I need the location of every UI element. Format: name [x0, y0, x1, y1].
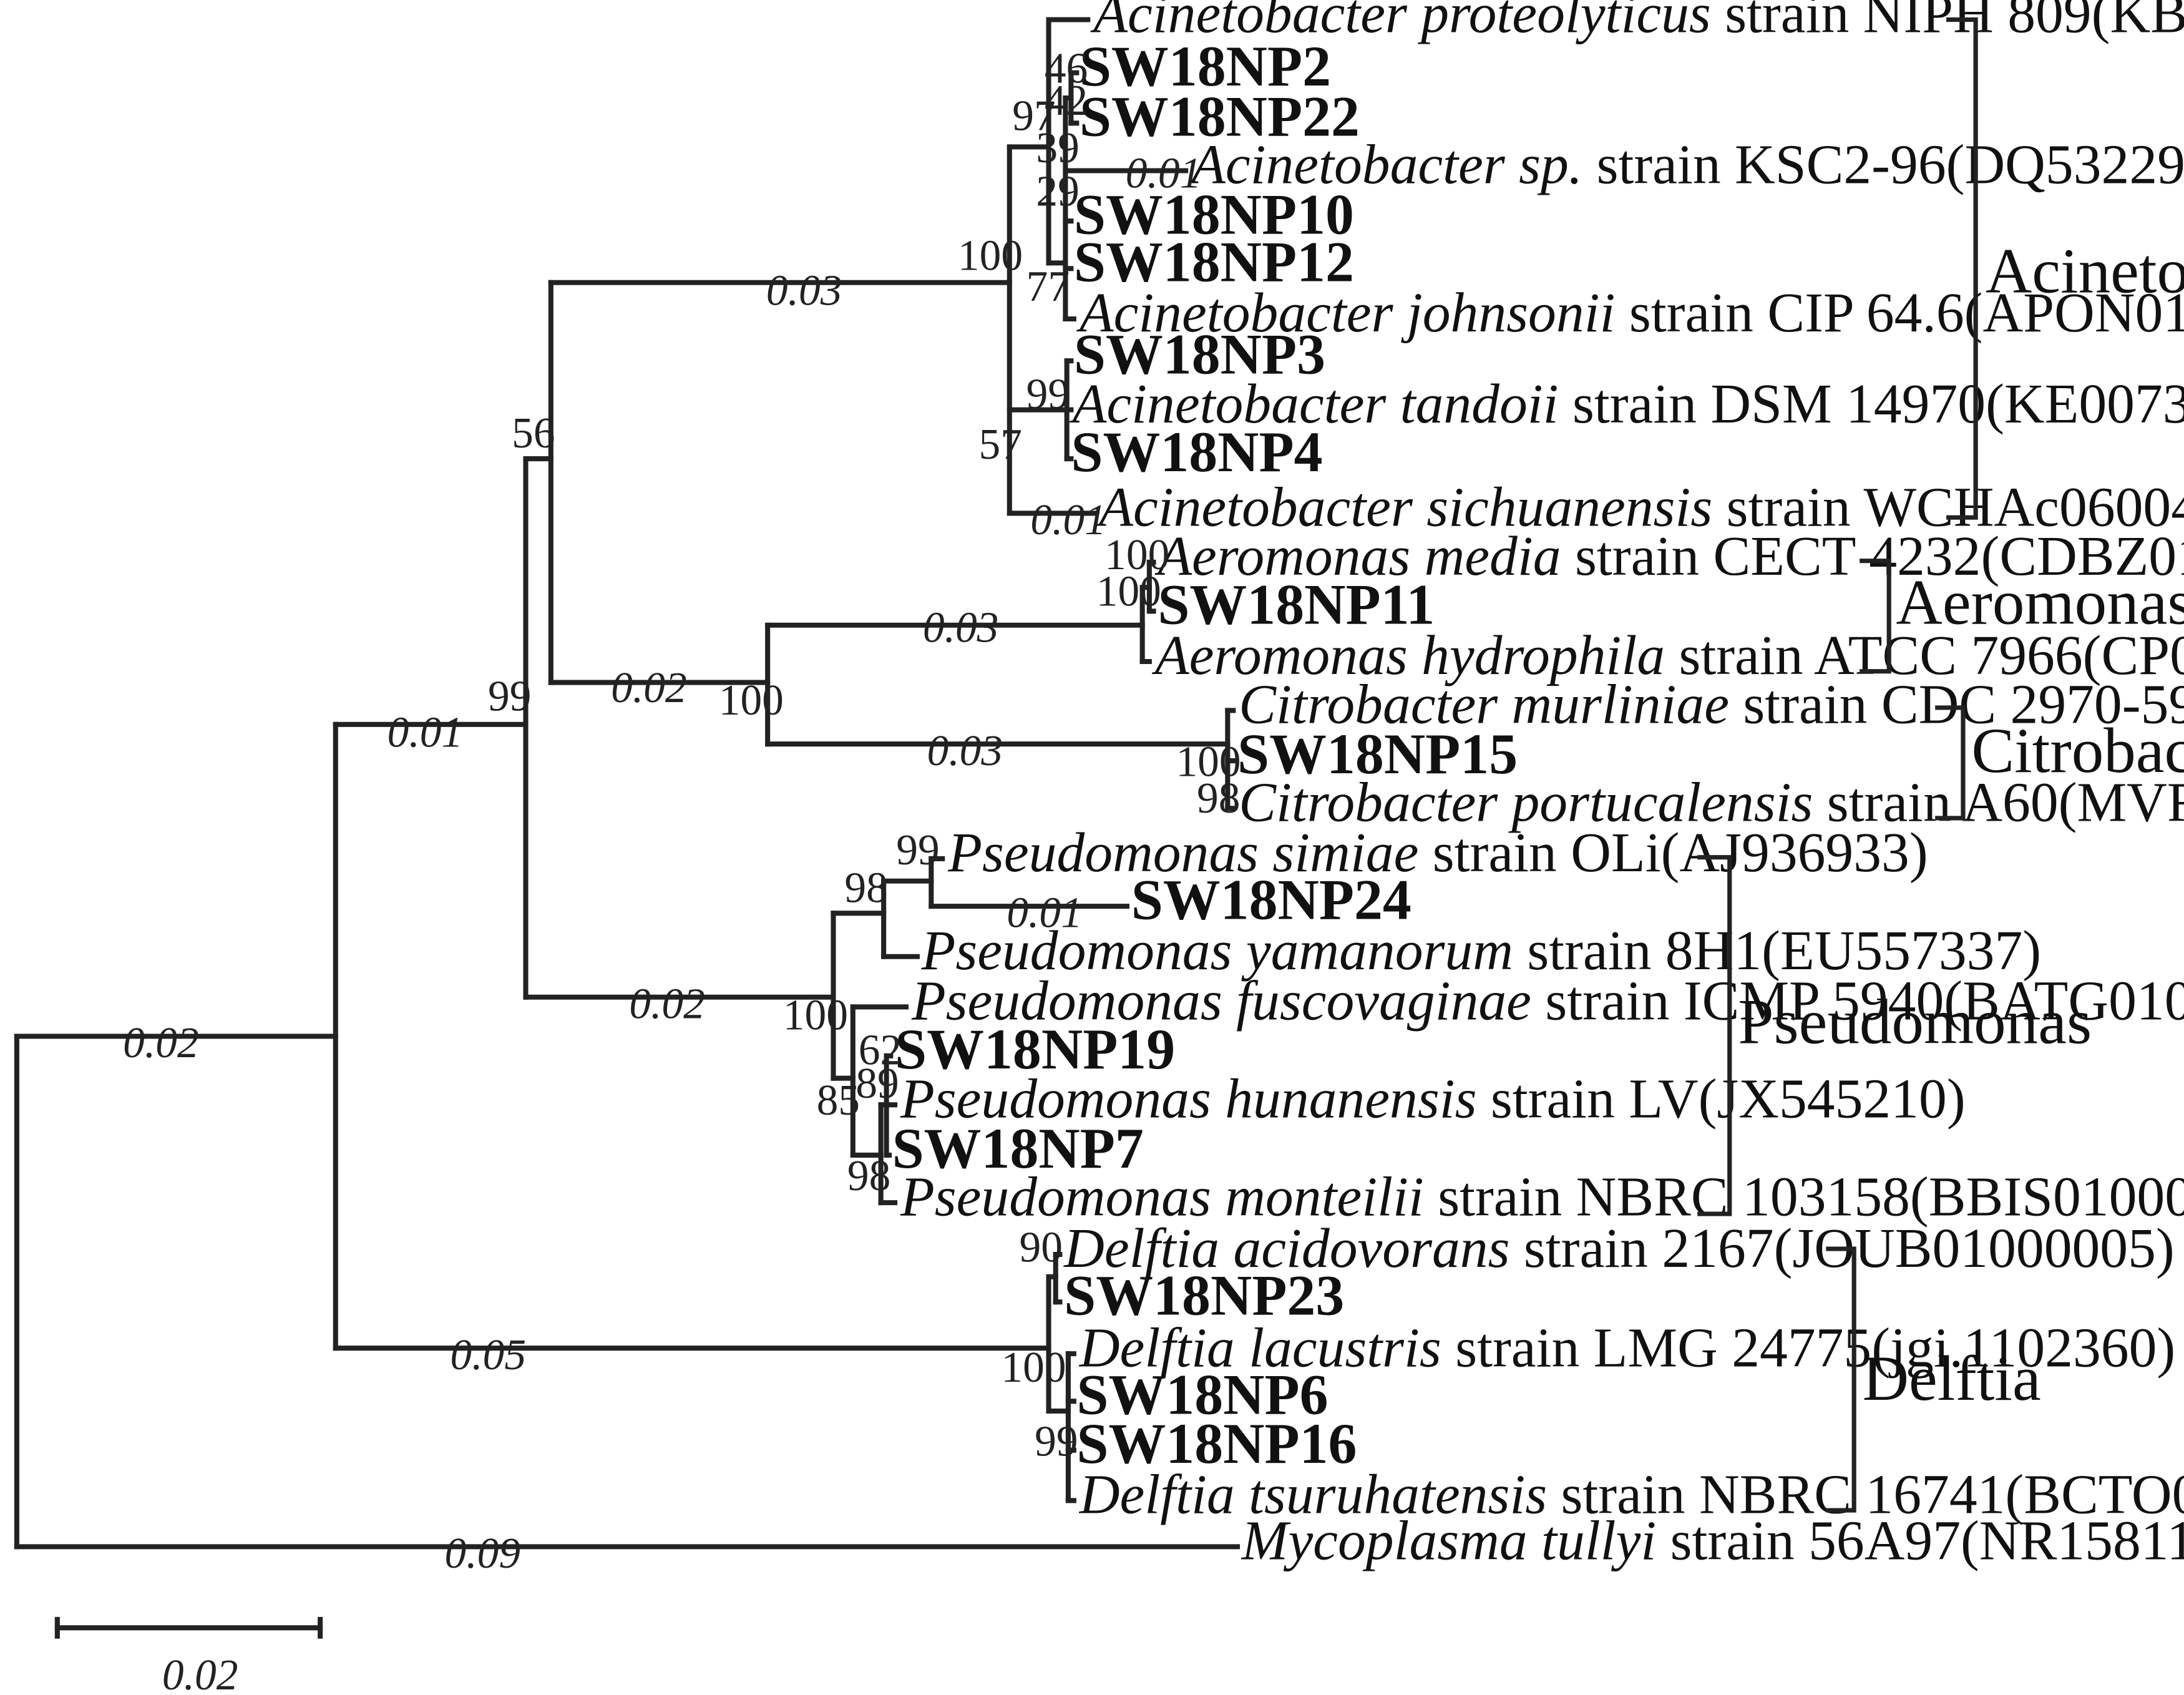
bootstrap-value: 100 — [958, 232, 1023, 280]
bootstrap-value: 90 — [1019, 1223, 1062, 1271]
bootstrap-value: 100 — [783, 991, 848, 1039]
taxon-label: Pseudomonas fuscovaginae strain ICMP 594… — [911, 970, 2184, 1032]
bootstrap-value: 100 — [1176, 738, 1241, 786]
taxon-label-isolate: SW18NP23 — [1064, 1263, 1344, 1327]
bootstrap-value: 42 — [1045, 77, 1088, 125]
taxon-label-isolate: SW18NP6 — [1076, 1362, 1328, 1426]
clade-bracket-acinetobacter — [1946, 17, 1978, 520]
branch-length: 0.02 — [629, 980, 705, 1028]
taxon-label: Aeromonas media strain CECT 4232(CDBZ010… — [1154, 525, 2184, 587]
taxon-label-isolate: SW18NP11 — [1158, 572, 1435, 636]
branch-length: 0.01 — [1030, 496, 1106, 544]
bootstrap-value: 77 — [1026, 263, 1070, 311]
taxon-label: Pseudomonas monteilii strain NBRC 103158… — [900, 1166, 2184, 1228]
clade-label-delftia: Delftia — [1863, 1343, 2041, 1414]
bootstrap-value: 100 — [1096, 567, 1161, 615]
taxon-label-isolate: SW18NP2 — [1080, 34, 1331, 98]
bootstrap-value: 46 — [1045, 44, 1088, 92]
bootstrap-value: 98 — [844, 864, 887, 912]
clade-bracket-delftia — [1826, 1246, 1856, 1513]
bootstrap-value: 97 — [1012, 92, 1055, 140]
taxon-label-isolate: SW18NP24 — [1131, 867, 1411, 931]
taxon-label: Acinetobacter sichuanensis strain WCHAc0… — [1096, 477, 2184, 539]
branch-length-labels: 0.01 0.03 0.01 0.03 0.02 0.03 0.01 0.02 … — [123, 149, 1201, 1578]
taxon-label: Delftia lacustris strain LMG 24775(jgi.1… — [1079, 1317, 2175, 1379]
branch-length: 0.05 — [451, 1331, 527, 1379]
taxon-label-isolate: SW18NP7 — [892, 1116, 1144, 1180]
scale-bar-label: 0.02 — [162, 1651, 238, 1695]
clade-label-pseudomonas: Pseudomonas — [1738, 987, 2092, 1058]
branch-length: 0.02 — [123, 1019, 199, 1067]
clade-label-aeromonas: Aeromonas — [1896, 567, 2184, 638]
taxon-label: Citrobacter portucalensis strain A60(MVF… — [1239, 771, 2184, 833]
clade-label-acinetobacter: Acinetobacter — [1986, 235, 2184, 306]
taxon-label-isolate: SW18NP12 — [1074, 230, 1354, 294]
taxon-label-isolate: SW18NP15 — [1237, 722, 1518, 786]
branch-length: 0.03 — [923, 604, 999, 652]
taxon-label-isolate: SW18NP10 — [1074, 182, 1354, 246]
bootstrap-values: 46 42 97 39 29 100 77 99 57 56 100 100 1… — [488, 44, 1241, 1465]
taxon-label: Citrobacter murliniae strain CDC 2970-59… — [1239, 674, 2184, 736]
taxon-label: Pseudomonas yamanorum strain 8H1(EU55733… — [921, 920, 2041, 982]
taxon-label: Acinetobacter tandoii strain DSM 14970(K… — [1070, 373, 2184, 435]
bootstrap-value: 56 — [512, 409, 555, 457]
clade-bracket-pseudomonas — [1697, 855, 1732, 1216]
bootstrap-value: 85 — [817, 1077, 860, 1125]
bootstrap-value: 100 — [1104, 531, 1169, 579]
taxon-label: Pseudomonas hunanensis strain LV(JX54521… — [900, 1068, 1966, 1130]
bootstrap-value: 29 — [1036, 168, 1079, 216]
bootstrap-value: 99 — [896, 826, 939, 874]
bootstrap-value: 99 — [488, 672, 531, 720]
taxon-label-isolate: SW18NP16 — [1076, 1412, 1357, 1475]
branch-length: 0.01 — [1126, 149, 1202, 197]
bootstrap-value: 99 — [1026, 370, 1070, 418]
bootstrap-value: 100 — [719, 677, 784, 725]
scale-bar: 0.02 — [54, 1616, 323, 1695]
branch-length: 0.03 — [766, 267, 842, 315]
bootstrap-value: 62 — [859, 1026, 902, 1074]
bootstrap-value: 89 — [856, 1060, 899, 1108]
taxon-label: Aeromonas hydrophila strain ATCC 7966(CP… — [1152, 625, 2184, 686]
taxon-labels: Acinetobacter proteolyticus strain NIPH … — [892, 0, 2184, 1572]
bootstrap-value: 57 — [979, 421, 1022, 469]
taxon-label: Mycoplasma tullyi strain 56A97(NR158114) — [1241, 1510, 2184, 1572]
taxon-label-isolate: SW18NP3 — [1074, 322, 1325, 386]
taxon-label-isolate: SW18NP19 — [895, 1017, 1175, 1081]
branch-length: 0.02 — [611, 664, 687, 712]
taxon-label: Acinetobacter proteolyticus strain NIPH … — [1090, 0, 2184, 45]
branch-length: 0.01 — [1007, 889, 1083, 937]
taxon-label: Pseudomonas simiae strain OLi(AJ936933) — [947, 822, 1928, 884]
taxon-label: Acinetobacter sp. strain KSC2-96(DQ53229… — [1188, 134, 2184, 196]
bootstrap-value: 39 — [1036, 124, 1079, 172]
bootstrap-value: 100 — [1001, 1344, 1066, 1392]
bootstrap-value: 98 — [1197, 774, 1240, 823]
branch-length: 0.09 — [445, 1530, 521, 1578]
clade-brackets: Acinetobacter Aeromonas Citrobacter Pseu… — [1697, 17, 2184, 1513]
bootstrap-value: 99 — [1035, 1418, 1078, 1466]
taxon-label: Acinetobacter johnsonii strain CIP 64.6(… — [1076, 282, 2184, 344]
taxon-label: Delftia tsuruhatensis strain NBRC 16741(… — [1079, 1464, 2184, 1526]
clade-bracket-aeromonas — [1860, 559, 1891, 674]
branch-length: 0.03 — [927, 727, 1003, 775]
clade-bracket-citrobacter — [1935, 705, 1966, 821]
clade-label-citrobacter: Citrobacter — [1971, 715, 2184, 786]
branch-length: 0.01 — [388, 709, 464, 757]
tree-branches — [14, 17, 1241, 1550]
taxon-label-isolate: SW18NP22 — [1080, 84, 1360, 148]
taxon-label-isolate: SW18NP4 — [1071, 420, 1322, 484]
bootstrap-value: 98 — [847, 1152, 890, 1200]
